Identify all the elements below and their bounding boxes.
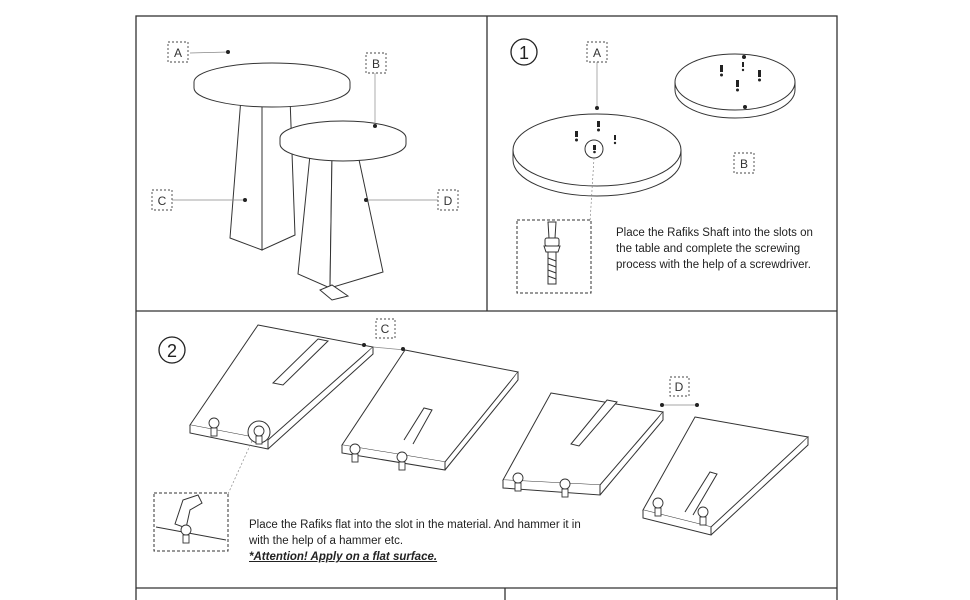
step1-detail-screw	[543, 221, 561, 285]
point-marker	[243, 198, 247, 202]
point-marker	[373, 124, 377, 128]
step2-leader-lines	[227, 346, 697, 495]
part-label-a: A	[593, 46, 601, 60]
screw-markers	[575, 55, 761, 154]
step-1-number: 1	[519, 43, 529, 63]
part-label-c: C	[381, 322, 390, 336]
step-2-number: 2	[167, 341, 177, 361]
label-box-b	[365, 52, 387, 74]
part-label-b: B	[740, 157, 748, 171]
panel-grid	[135, 15, 838, 600]
label-box-a	[586, 41, 608, 63]
part-label-c: C	[158, 194, 167, 208]
step1-leader-lines	[589, 61, 598, 223]
label-box-c	[151, 189, 173, 211]
attention-note: *Attention! Apply on a flat surface.	[249, 551, 438, 563]
label-box-a	[167, 41, 189, 63]
step-2-instruction: Place the Rafiks flat into the slot in t…	[249, 517, 594, 565]
label-box-b	[733, 152, 755, 174]
label-box-c	[375, 318, 396, 339]
label-box-d	[437, 189, 459, 211]
part-label-d: D	[675, 380, 684, 394]
part-label-a: A	[174, 46, 182, 60]
rafiks-fittings	[180, 417, 709, 544]
step-2-circle	[158, 336, 186, 364]
part-label-d: D	[444, 194, 453, 208]
point-marker	[226, 50, 230, 54]
label-box-d	[669, 376, 690, 397]
point-marker	[660, 403, 664, 407]
overview-leader-lines	[172, 51, 438, 201]
step-1-circle	[510, 38, 538, 66]
step-2-text: Place the Rafiks flat into the slot in t…	[249, 519, 581, 547]
step-1-text: Place the Rafiks Shaft into the slots on…	[616, 227, 813, 271]
overview-illustration	[193, 62, 407, 301]
point-marker	[364, 198, 368, 202]
point-marker	[362, 343, 366, 347]
point-marker	[401, 347, 405, 351]
part-label-b: B	[372, 57, 380, 71]
point-marker	[695, 403, 699, 407]
step-1-instruction: Place the Rafiks Shaft into the slots on…	[616, 225, 816, 273]
